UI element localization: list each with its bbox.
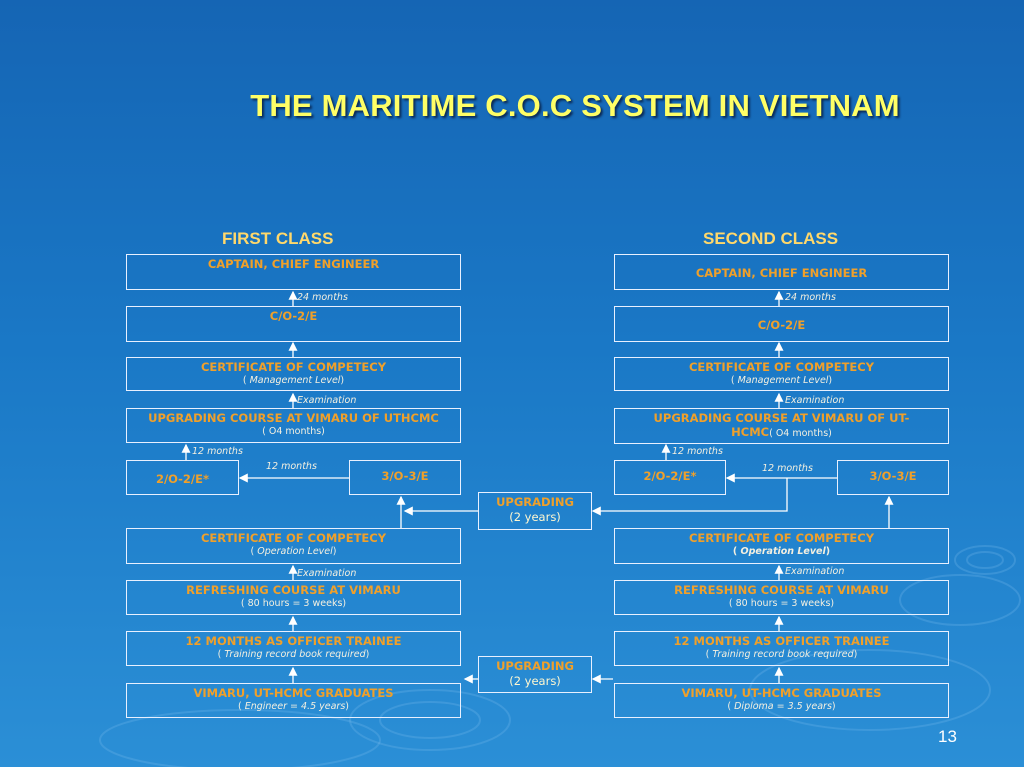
l-third-officer-box: 3/O-3/E	[349, 460, 461, 495]
r-coc-oper-close: )	[825, 546, 831, 557]
l-coc-mgmt-close: )	[340, 375, 345, 386]
l-coc-oper-level: Operation Level	[257, 546, 333, 557]
l-graduates-note: Engineer = 4.5 years	[244, 701, 346, 712]
l-upgrading-course-duration: ( O4 months)	[262, 426, 325, 437]
r-trainee-note: Training record book required	[712, 649, 854, 660]
l-trainee-open: (	[217, 649, 225, 660]
r-examination-label-1: Examination	[785, 395, 845, 406]
upgrading-top-box: UPGRADING (2 years)	[478, 492, 592, 530]
r-coc-management-title: CERTIFICATE OF COMPETECY	[688, 360, 875, 374]
upgrading-bottom-label: UPGRADING	[496, 659, 574, 673]
l-coc-management-title: CERTIFICATE OF COMPETECY	[200, 360, 387, 374]
l-coc-mgmt-open: (	[242, 375, 250, 386]
r-third-officer-box: 3/O-3/E	[837, 460, 949, 495]
r-graduates-title: VIMARU, UT-HCMC GRADUATES	[681, 686, 882, 700]
r-12-months-side-label: 12 months	[762, 463, 813, 474]
r-captain-label: CAPTAIN, CHIEF ENGINEER	[695, 266, 868, 280]
l-refreshing-course-title: REFRESHING COURSE AT VIMARU	[186, 583, 401, 597]
r-coc-operation-box: CERTIFICATE OF COMPETECY ( Operation Lev…	[614, 528, 949, 564]
l-captain-label: CAPTAIN, CHIEF ENGINEER	[207, 257, 380, 271]
r-second-officer-box: 2/O-2/E*	[614, 460, 726, 495]
upgrading-top-duration: (2 years)	[509, 510, 561, 524]
r-24-months-label: 24 months	[785, 292, 836, 303]
r-officer-trainee-box: 12 MONTHS AS OFFICER TRAINEE ( Training …	[614, 631, 949, 666]
r-coc-operation-title: CERTIFICATE OF COMPETECY	[688, 531, 875, 545]
l-officer-trainee-title: 12 MONTHS AS OFFICER TRAINEE	[185, 634, 402, 648]
l-coc-oper-open: (	[250, 546, 258, 557]
r-12-months-up-label: 12 months	[672, 446, 723, 457]
page-number: 13	[938, 727, 957, 746]
r-coc-management-box: CERTIFICATE OF COMPETECY ( Management Le…	[614, 357, 949, 391]
l-trainee-note: Training record book required	[224, 649, 366, 660]
first-class-heading: FIRST CLASS	[222, 229, 334, 248]
r-coc-mgmt-close: )	[828, 375, 833, 386]
l-coc-operation-box: CERTIFICATE OF COMPETECY ( Operation Lev…	[126, 528, 461, 564]
r-trainee-close: )	[853, 649, 858, 660]
r-refreshing-course-duration: ( 80 hours = 3 weeks)	[728, 598, 835, 609]
r-graduates-note: Diploma = 3.5 years	[734, 701, 832, 712]
r-graduates-box: VIMARU, UT-HCMC GRADUATES ( Diploma = 3.…	[614, 683, 949, 718]
r-third-officer-label: 3/O-3/E	[869, 469, 917, 483]
r-coc-mgmt-open: (	[730, 375, 738, 386]
l-upgrading-course-box: UPGRADING COURSE AT VIMARU OF UTHCMC ( O…	[126, 408, 461, 443]
r-second-officer-label: 2/O-2/E*	[643, 469, 697, 483]
upgrading-bottom-duration: (2 years)	[509, 674, 561, 688]
r-coc-oper-level: Operation Level	[740, 546, 826, 557]
r-co-label: C/O-2/E	[757, 318, 806, 332]
upgrading-bottom-box: UPGRADING (2 years)	[478, 656, 592, 693]
slide-title: THE MARITIME C.O.C SYSTEM IN VIETNAM	[250, 88, 900, 123]
l-examination-label-1: Examination	[297, 395, 357, 406]
l-upgrading-course-title: UPGRADING COURSE AT VIMARU OF UTHCMC	[148, 411, 439, 425]
l-coc-mgmt-level: Management Level	[249, 375, 341, 386]
l-12-months-up-label: 12 months	[192, 446, 243, 457]
r-upgrading-course-box: UPGRADING COURSE AT VIMARU OF UT- HCMC( …	[614, 408, 949, 444]
l-officer-trainee-box: 12 MONTHS AS OFFICER TRAINEE ( Training …	[126, 631, 461, 666]
l-coc-operation-title: CERTIFICATE OF COMPETECY	[200, 531, 387, 545]
r-captain-box: CAPTAIN, CHIEF ENGINEER	[614, 254, 949, 290]
r-refreshing-course-box: REFRESHING COURSE AT VIMARU ( 80 hours =…	[614, 580, 949, 615]
upgrading-top-label: UPGRADING	[496, 495, 574, 509]
l-coc-oper-close: )	[332, 546, 337, 557]
second-class-heading: SECOND CLASS	[703, 229, 839, 248]
r-upgrading-course-title-1: UPGRADING COURSE AT VIMARU OF UT-	[653, 411, 910, 425]
l-coc-management-box: CERTIFICATE OF COMPETECY ( Management Le…	[126, 357, 461, 391]
l-refreshing-course-box: REFRESHING COURSE AT VIMARU ( 80 hours =…	[126, 580, 461, 615]
l-trainee-close: )	[365, 649, 370, 660]
r-upgrading-course-title-2: HCMC	[731, 425, 770, 439]
l-graduates-open: (	[237, 701, 245, 712]
r-officer-trainee-title: 12 MONTHS AS OFFICER TRAINEE	[673, 634, 890, 648]
l-graduates-box: VIMARU, UT-HCMC GRADUATES ( Engineer = 4…	[126, 683, 461, 718]
l-12-months-side-label: 12 months	[266, 461, 317, 472]
r-graduates-open: (	[727, 701, 735, 712]
r-graduates-close: )	[831, 701, 836, 712]
r-coc-mgmt-level: Management Level	[737, 375, 829, 386]
r-examination-label-2: Examination	[785, 566, 845, 577]
line-r-to-upgrading-top	[591, 478, 788, 516]
r-upgrading-course-duration: ( O4 months)	[769, 428, 832, 439]
l-co-label: C/O-2/E	[269, 309, 318, 323]
l-captain-box: CAPTAIN, CHIEF ENGINEER	[126, 254, 461, 290]
l-examination-label-2: Examination	[297, 568, 357, 579]
r-co-box: C/O-2/E	[614, 306, 949, 342]
l-second-officer-box: 2/O-2/E*	[126, 460, 239, 495]
r-refreshing-course-title: REFRESHING COURSE AT VIMARU	[674, 583, 889, 597]
l-24-months-label: 24 months	[297, 292, 348, 303]
l-second-officer-label: 2/O-2/E*	[155, 471, 210, 486]
l-graduates-title: VIMARU, UT-HCMC GRADUATES	[193, 686, 394, 700]
l-graduates-close: )	[345, 701, 350, 712]
r-trainee-open: (	[705, 649, 713, 660]
r-coc-oper-open: (	[732, 546, 741, 557]
l-third-officer-label: 3/O-3/E	[381, 469, 429, 483]
l-refreshing-course-duration: ( 80 hours = 3 weeks)	[240, 598, 347, 609]
l-co-box: C/O-2/E	[126, 306, 461, 342]
